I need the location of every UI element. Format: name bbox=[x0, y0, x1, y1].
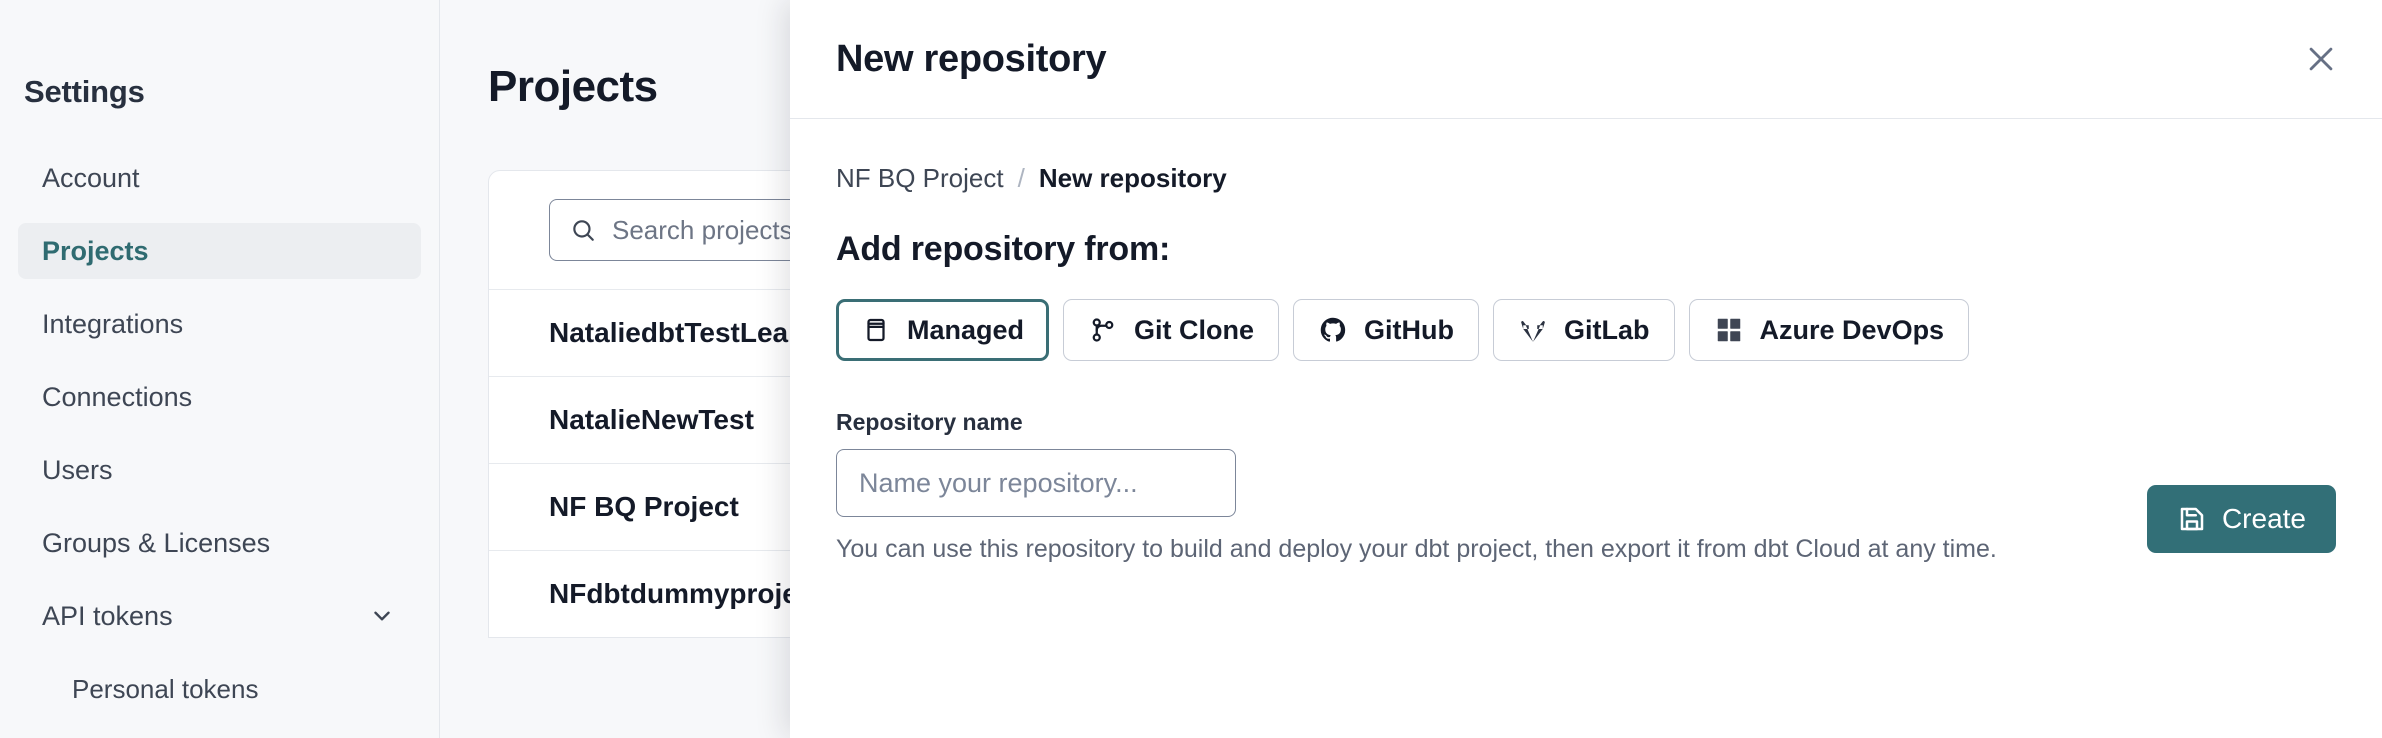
repository-name-row: You can use this repository to build and… bbox=[836, 449, 2336, 564]
sidebar-item-personal-tokens[interactable]: Personal tokens bbox=[18, 661, 421, 717]
database-icon bbox=[861, 315, 891, 345]
search-icon bbox=[570, 217, 596, 243]
repository-helper-text: You can use this repository to build and… bbox=[836, 535, 1997, 563]
source-option-label: Managed bbox=[907, 314, 1025, 345]
source-option-label: GitLab bbox=[1564, 314, 1650, 345]
source-option-gitlab[interactable]: GitLab bbox=[1493, 299, 1675, 361]
nav-spacer bbox=[0, 206, 439, 223]
sidebar-title: Settings bbox=[24, 74, 145, 109]
breadcrumb-current: New repository bbox=[1038, 163, 1227, 193]
sidebar-item-account[interactable]: Account bbox=[18, 150, 421, 206]
create-button-label: Create bbox=[2221, 503, 2306, 534]
sidebar-item-label: Projects bbox=[42, 235, 149, 266]
page-title: Projects bbox=[488, 62, 658, 111]
nav-spacer bbox=[0, 352, 439, 369]
project-name: NatalieNewTest bbox=[549, 404, 754, 435]
repository-name-label: Repository name bbox=[836, 409, 1023, 435]
sidebar-item-label: Personal tokens bbox=[72, 673, 259, 704]
nav-spacer bbox=[0, 279, 439, 296]
sidebar-item-users[interactable]: Users bbox=[18, 442, 421, 498]
source-option-managed[interactable]: Managed bbox=[836, 299, 1050, 361]
breadcrumb-parent[interactable]: NF BQ Project bbox=[836, 163, 1004, 193]
sidebar-item-label: API tokens bbox=[42, 600, 173, 631]
save-icon bbox=[2177, 504, 2207, 534]
source-option-label: Git Clone bbox=[1134, 314, 1255, 345]
nav-spacer bbox=[0, 425, 439, 442]
create-button[interactable]: Create bbox=[2146, 485, 2336, 553]
repository-name-input[interactable] bbox=[836, 449, 1236, 517]
new-repository-modal: New repository NF BQ Project / New repos… bbox=[790, 0, 2382, 738]
sidebar-item-label: Groups & Licenses bbox=[42, 527, 271, 558]
sidebar-item-integrations[interactable]: Integrations bbox=[18, 296, 421, 352]
source-option-label: Azure DevOps bbox=[1759, 314, 1945, 345]
nav-spacer bbox=[0, 644, 439, 661]
sidebar-item-api-tokens[interactable]: API tokens bbox=[18, 588, 421, 644]
github-icon bbox=[1318, 315, 1348, 345]
repository-source-options: Managed Git Clone GitHub GitLab Azure DevOps bbox=[836, 299, 2336, 361]
azure-devops-icon bbox=[1714, 315, 1744, 345]
source-option-label: GitHub bbox=[1364, 314, 1455, 345]
git-branch-icon bbox=[1088, 315, 1118, 345]
add-repository-from-title: Add repository from: bbox=[836, 230, 1171, 268]
source-option-github[interactable]: GitHub bbox=[1293, 299, 1480, 361]
modal-body: NF BQ Project / New repository Add repos… bbox=[790, 119, 2382, 564]
chevron-down-icon[interactable] bbox=[369, 603, 395, 629]
sidebar-item-connections[interactable]: Connections bbox=[18, 369, 421, 425]
sidebar-item-label: Users bbox=[42, 454, 113, 485]
project-name: NFdbtdummyproject bbox=[549, 578, 823, 609]
breadcrumb: NF BQ Project / New repository bbox=[836, 163, 2336, 194]
sidebar-item-groups-licenses[interactable]: Groups & Licenses bbox=[18, 515, 421, 571]
sidebar-item-label: Account bbox=[42, 162, 140, 193]
sidebar-item-label: Integrations bbox=[42, 308, 184, 339]
modal-header: New repository bbox=[790, 0, 2382, 119]
nav-spacer bbox=[0, 571, 439, 588]
close-icon[interactable] bbox=[2298, 36, 2344, 82]
repository-name-group: Repository name You can use this reposit… bbox=[836, 409, 2336, 564]
breadcrumb-separator: / bbox=[1017, 163, 1025, 193]
gitlab-icon bbox=[1518, 315, 1548, 345]
source-option-azure-devops[interactable]: Azure DevOps bbox=[1688, 299, 1970, 361]
modal-title: New repository bbox=[836, 37, 1107, 80]
nav-spacer bbox=[0, 498, 439, 515]
source-option-git-clone[interactable]: Git Clone bbox=[1063, 299, 1280, 361]
sidebar-item-label: Connections bbox=[42, 381, 193, 412]
sidebar-item-projects[interactable]: Projects bbox=[18, 223, 421, 279]
project-name: NF BQ Project bbox=[549, 491, 739, 522]
